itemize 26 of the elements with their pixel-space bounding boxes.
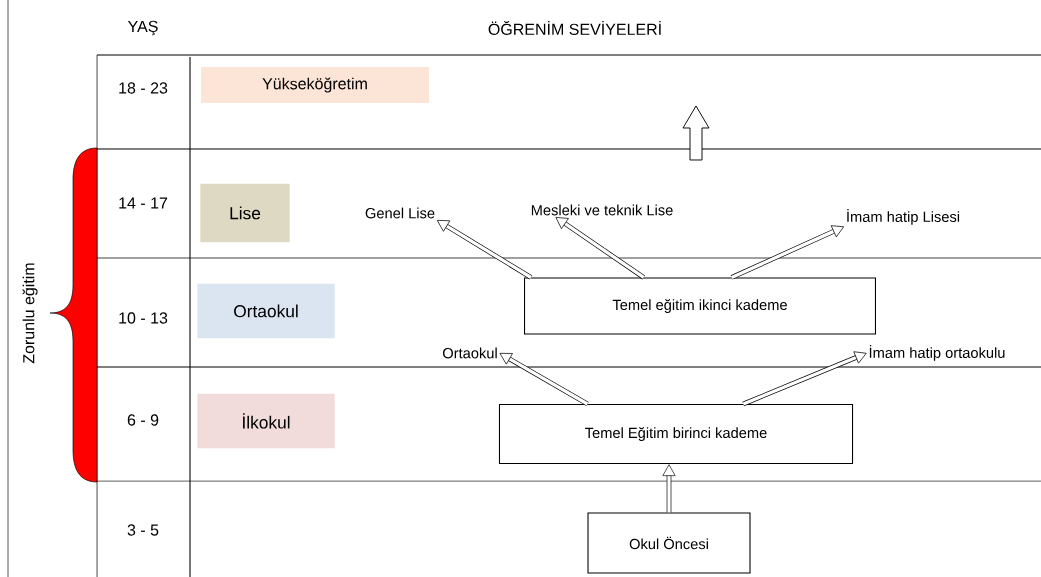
arrow — [730, 225, 845, 280]
age-label: 18 - 23 — [119, 82, 168, 94]
arrow — [499, 353, 589, 406]
age-label: 14 - 17 — [119, 197, 168, 209]
stage-box: Temel eğitim ikinci kademe — [524, 277, 876, 335]
brace-label: Zorunlu eğitim — [22, 263, 38, 364]
school-label: İmam hatip ortaokulu — [869, 345, 1005, 361]
stage-box: Temel Eğitim birinci kademe — [498, 404, 854, 464]
school-label: İmam hatip Lisesi — [847, 209, 960, 225]
arrow — [436, 220, 533, 280]
arrow — [742, 351, 867, 407]
level-band: Yükseköğretim — [201, 67, 429, 103]
school-label: Genel Lise — [365, 207, 435, 219]
arrow — [662, 464, 676, 513]
age-label: 3 - 5 — [127, 524, 159, 536]
column-header: ÖĞRENİM SEVİYELERİ — [488, 20, 661, 35]
school-label: Ortaokul — [443, 347, 497, 359]
level-band: Ortaokul — [197, 283, 335, 339]
level-band: Lise — [200, 183, 290, 243]
arrow — [555, 217, 645, 280]
age-label: 10 - 13 — [119, 312, 168, 324]
level-band: İlkokul — [197, 393, 335, 449]
age-label: 6 - 9 — [127, 414, 159, 426]
school-label: Mesleki ve teknik Lise — [531, 204, 673, 216]
stage-box: Okul Öncesi — [587, 512, 751, 574]
column-header: YAŞ — [127, 20, 158, 36]
